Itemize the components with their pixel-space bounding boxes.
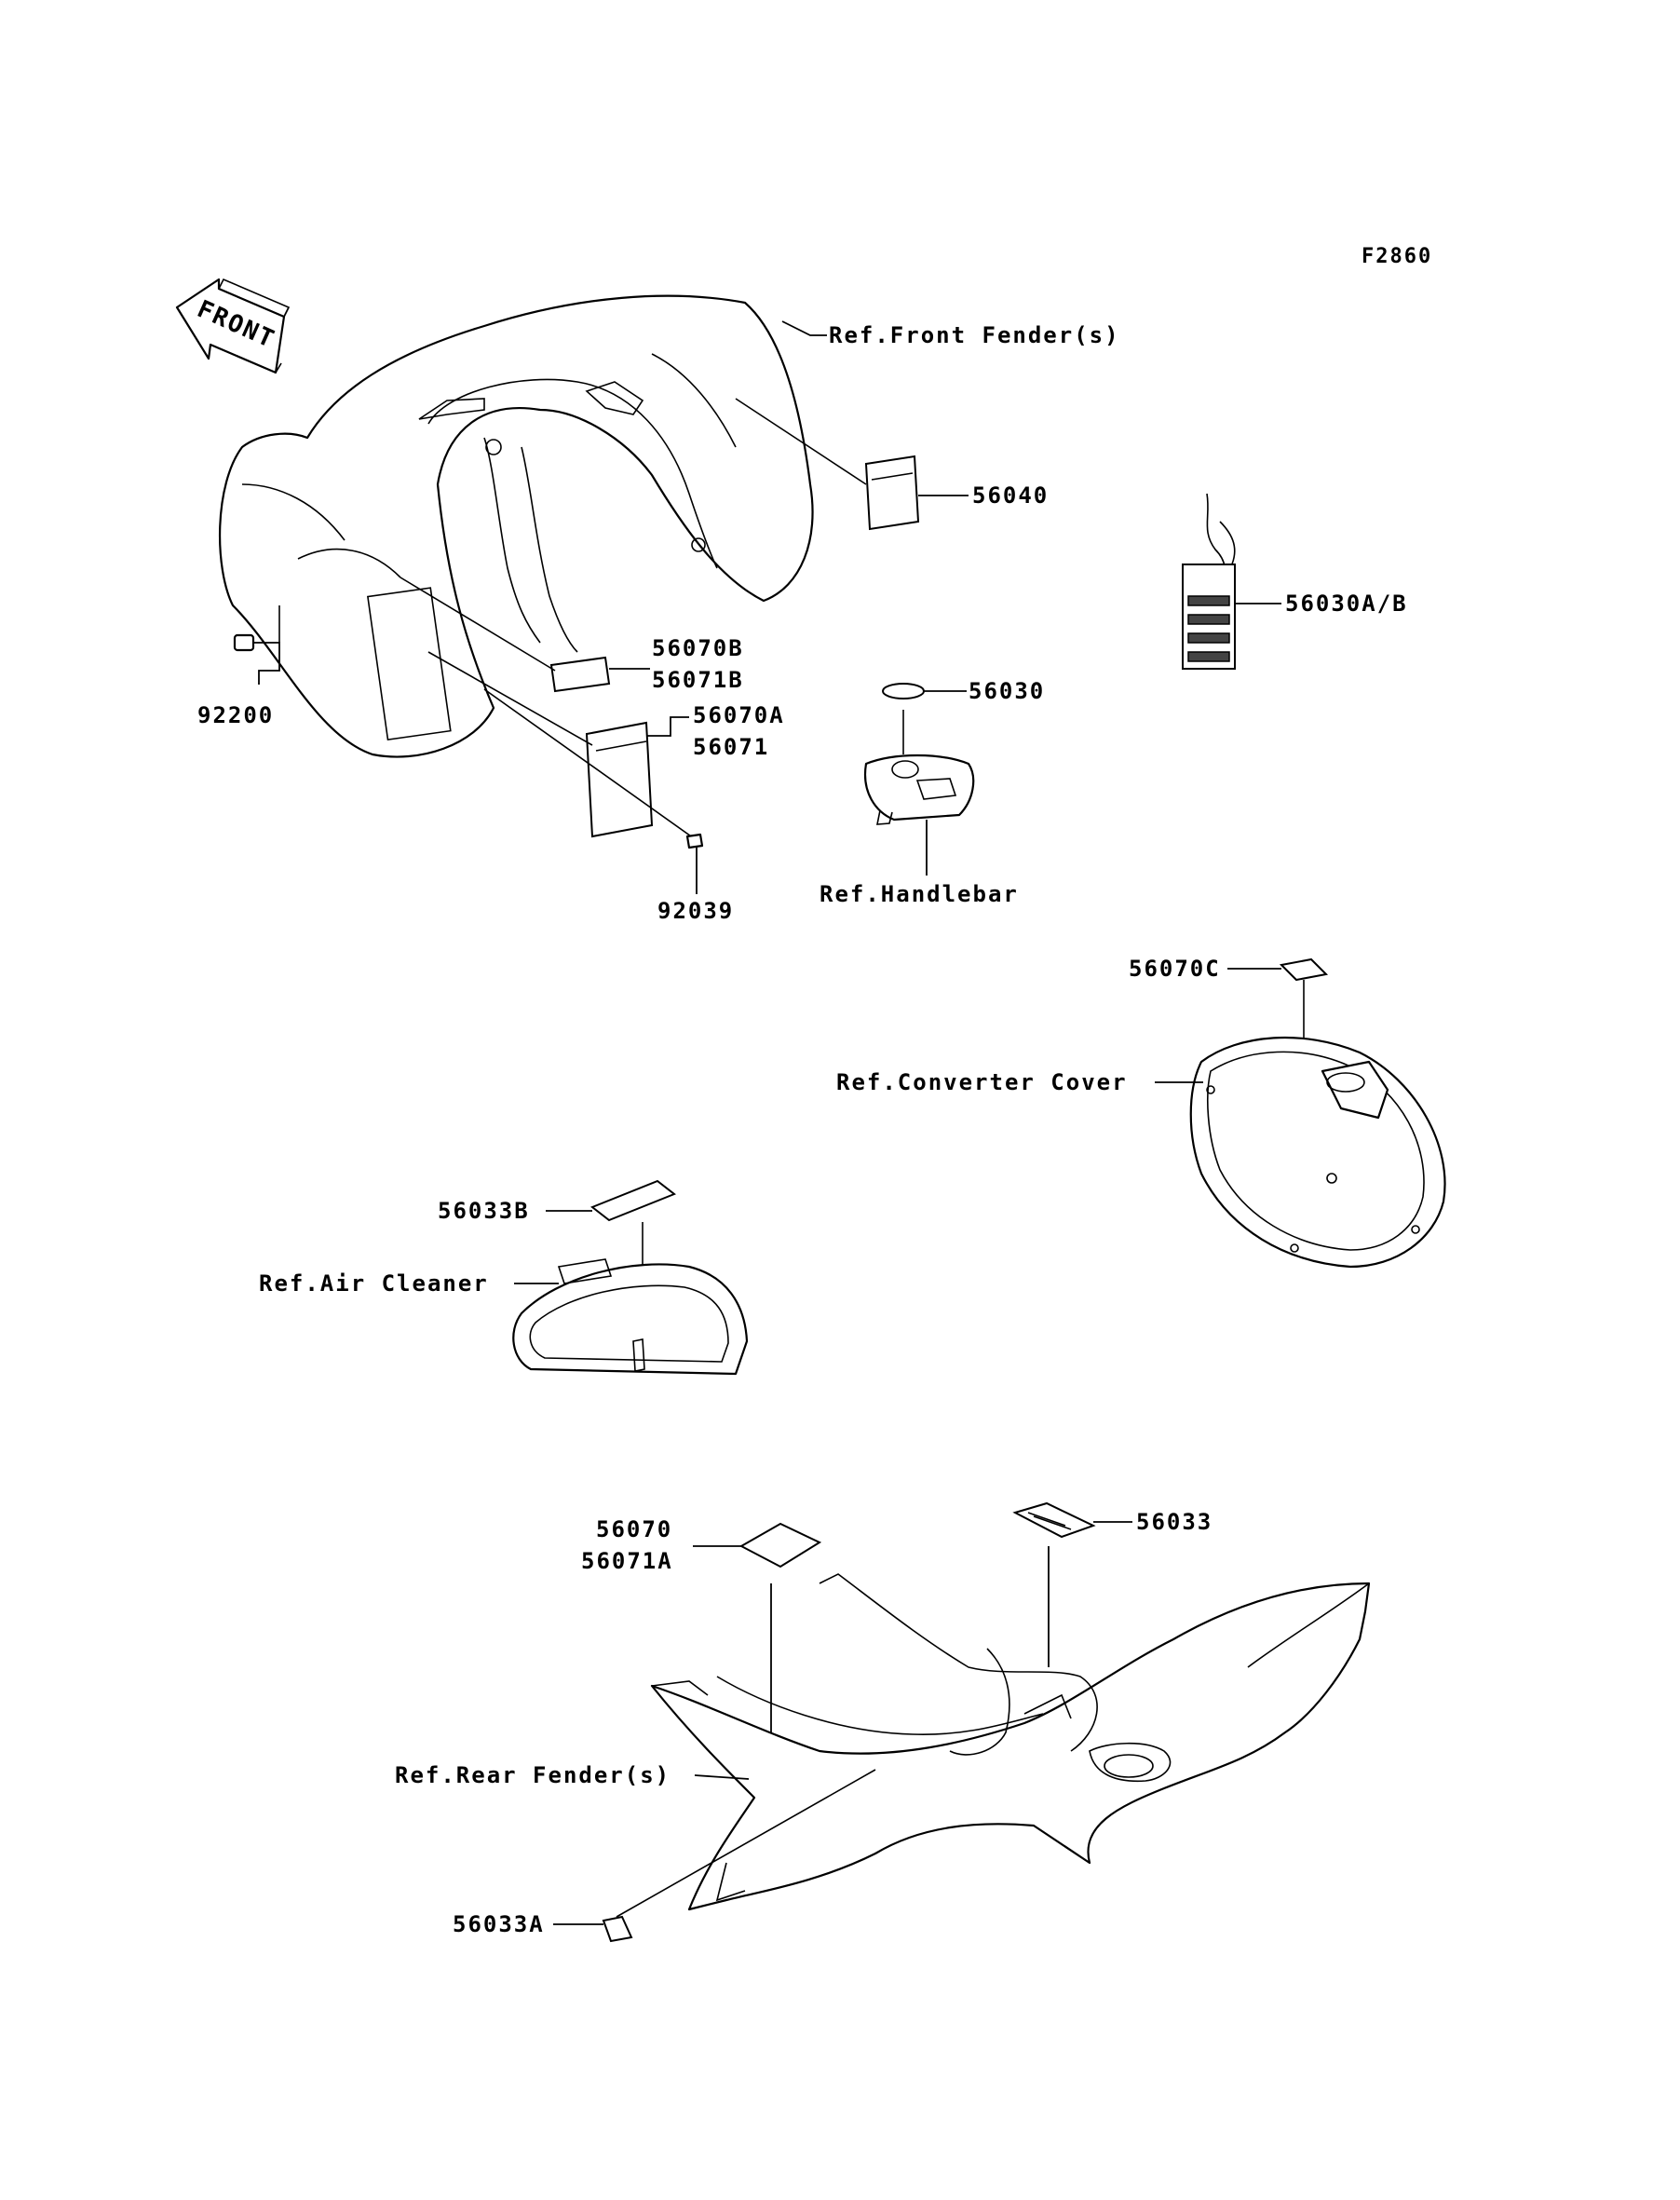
handlebar-ref: Ref.Handlebar — [820, 881, 1019, 907]
part-number-56033b: 56033B — [438, 1198, 530, 1224]
part-number-92039: 92039 — [657, 898, 734, 924]
label-56070c — [1227, 957, 1329, 1043]
part-number-56040: 56040 — [972, 482, 1049, 509]
clip-92200 — [233, 605, 280, 685]
label-56070a — [427, 651, 689, 838]
hang-tag-56030ab — [1182, 493, 1281, 670]
part-number-56070b: 56070B — [652, 635, 744, 661]
rear-fender-ref: Ref.Rear Fender(s) — [395, 1762, 671, 1788]
air-cleaner-ref: Ref.Air Cleaner — [259, 1270, 489, 1297]
label-56070b — [400, 577, 650, 693]
label-56030 — [882, 683, 967, 754]
air-cleaner-illustration — [512, 1258, 749, 1376]
handlebar-cover-illustration — [863, 754, 975, 876]
label-56033 — [1012, 1501, 1132, 1667]
part-number-56070a: 56070A — [693, 702, 785, 728]
diagram-code: F2860 — [1362, 245, 1432, 268]
label-56033a — [553, 1769, 876, 1943]
converter-cover-ref: Ref.Converter Cover — [836, 1069, 1128, 1095]
converter-cover-illustration — [1155, 1036, 1446, 1269]
part-number-56070: 56070 — [596, 1516, 672, 1542]
part-number-56071: 56071 — [693, 734, 769, 760]
part-number-56071b: 56071B — [652, 667, 744, 693]
part-number-56070c: 56070C — [1129, 956, 1221, 982]
rear-fender-illustration — [650, 1573, 1371, 1911]
part-number-56033a: 56033A — [453, 1911, 545, 1937]
front-fender-ref: Ref.Front Fender(s) — [829, 322, 1120, 348]
rivet-92039 — [483, 688, 704, 894]
label-56040 — [735, 398, 969, 531]
part-number-56030: 56030 — [969, 678, 1045, 704]
part-number-56030ab: 56030A/B — [1285, 591, 1408, 617]
part-number-56071a: 56071A — [581, 1548, 673, 1574]
part-number-56033: 56033 — [1136, 1509, 1213, 1535]
front-direction-arrow: FRONT — [175, 278, 291, 374]
front-fender-illustration — [218, 294, 814, 758]
part-number-92200: 92200 — [197, 702, 274, 728]
